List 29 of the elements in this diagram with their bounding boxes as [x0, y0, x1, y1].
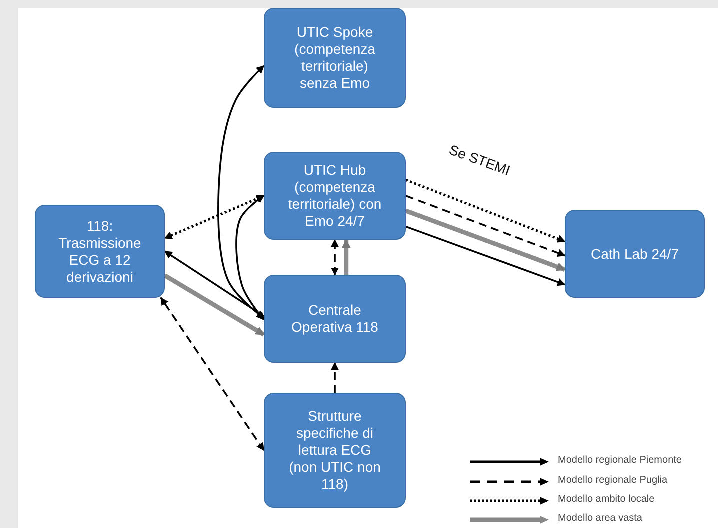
box-label: Cath Lab 24/7: [591, 246, 679, 262]
arrow: [236, 195, 265, 320]
legend-label: Modello regionale Piemonte: [558, 455, 682, 466]
arrow: [331, 362, 339, 393]
arrow: [406, 179, 566, 243]
process-box: [264, 8, 406, 108]
arrow: [164, 274, 266, 337]
process-box: [264, 393, 406, 508]
legend-label: Modello area vasta: [558, 513, 642, 524]
process-box: [264, 152, 406, 240]
arrow: [406, 226, 566, 286]
arrow: [342, 239, 351, 275]
arrow: [164, 194, 265, 240]
arrow: [406, 195, 566, 257]
arrow: [160, 297, 265, 452]
legend-label: Modello ambito locale: [558, 494, 655, 505]
process-box: [565, 210, 705, 298]
process-box: [264, 275, 406, 363]
box-label: Strutture specifiche di lettura ECG (non UTIC non 118): [288, 408, 382, 493]
arrow: [164, 250, 264, 318]
box-label: 118: Trasmissione ECG a 12 derivazioni: [58, 218, 142, 286]
arrow: [331, 239, 339, 276]
box-label: UTIC Hub (competenza territoriale) con Emo 24/7: [287, 162, 383, 230]
arrow: [218, 65, 265, 319]
box-label: UTIC Spoke (competenza territoriale) senza Emo: [294, 24, 376, 92]
process-box: [35, 205, 165, 298]
box-label: Centrale Operativa 118: [290, 302, 380, 336]
arrow: [405, 208, 566, 272]
legend-label: Modello regionale Puglia: [558, 475, 668, 486]
